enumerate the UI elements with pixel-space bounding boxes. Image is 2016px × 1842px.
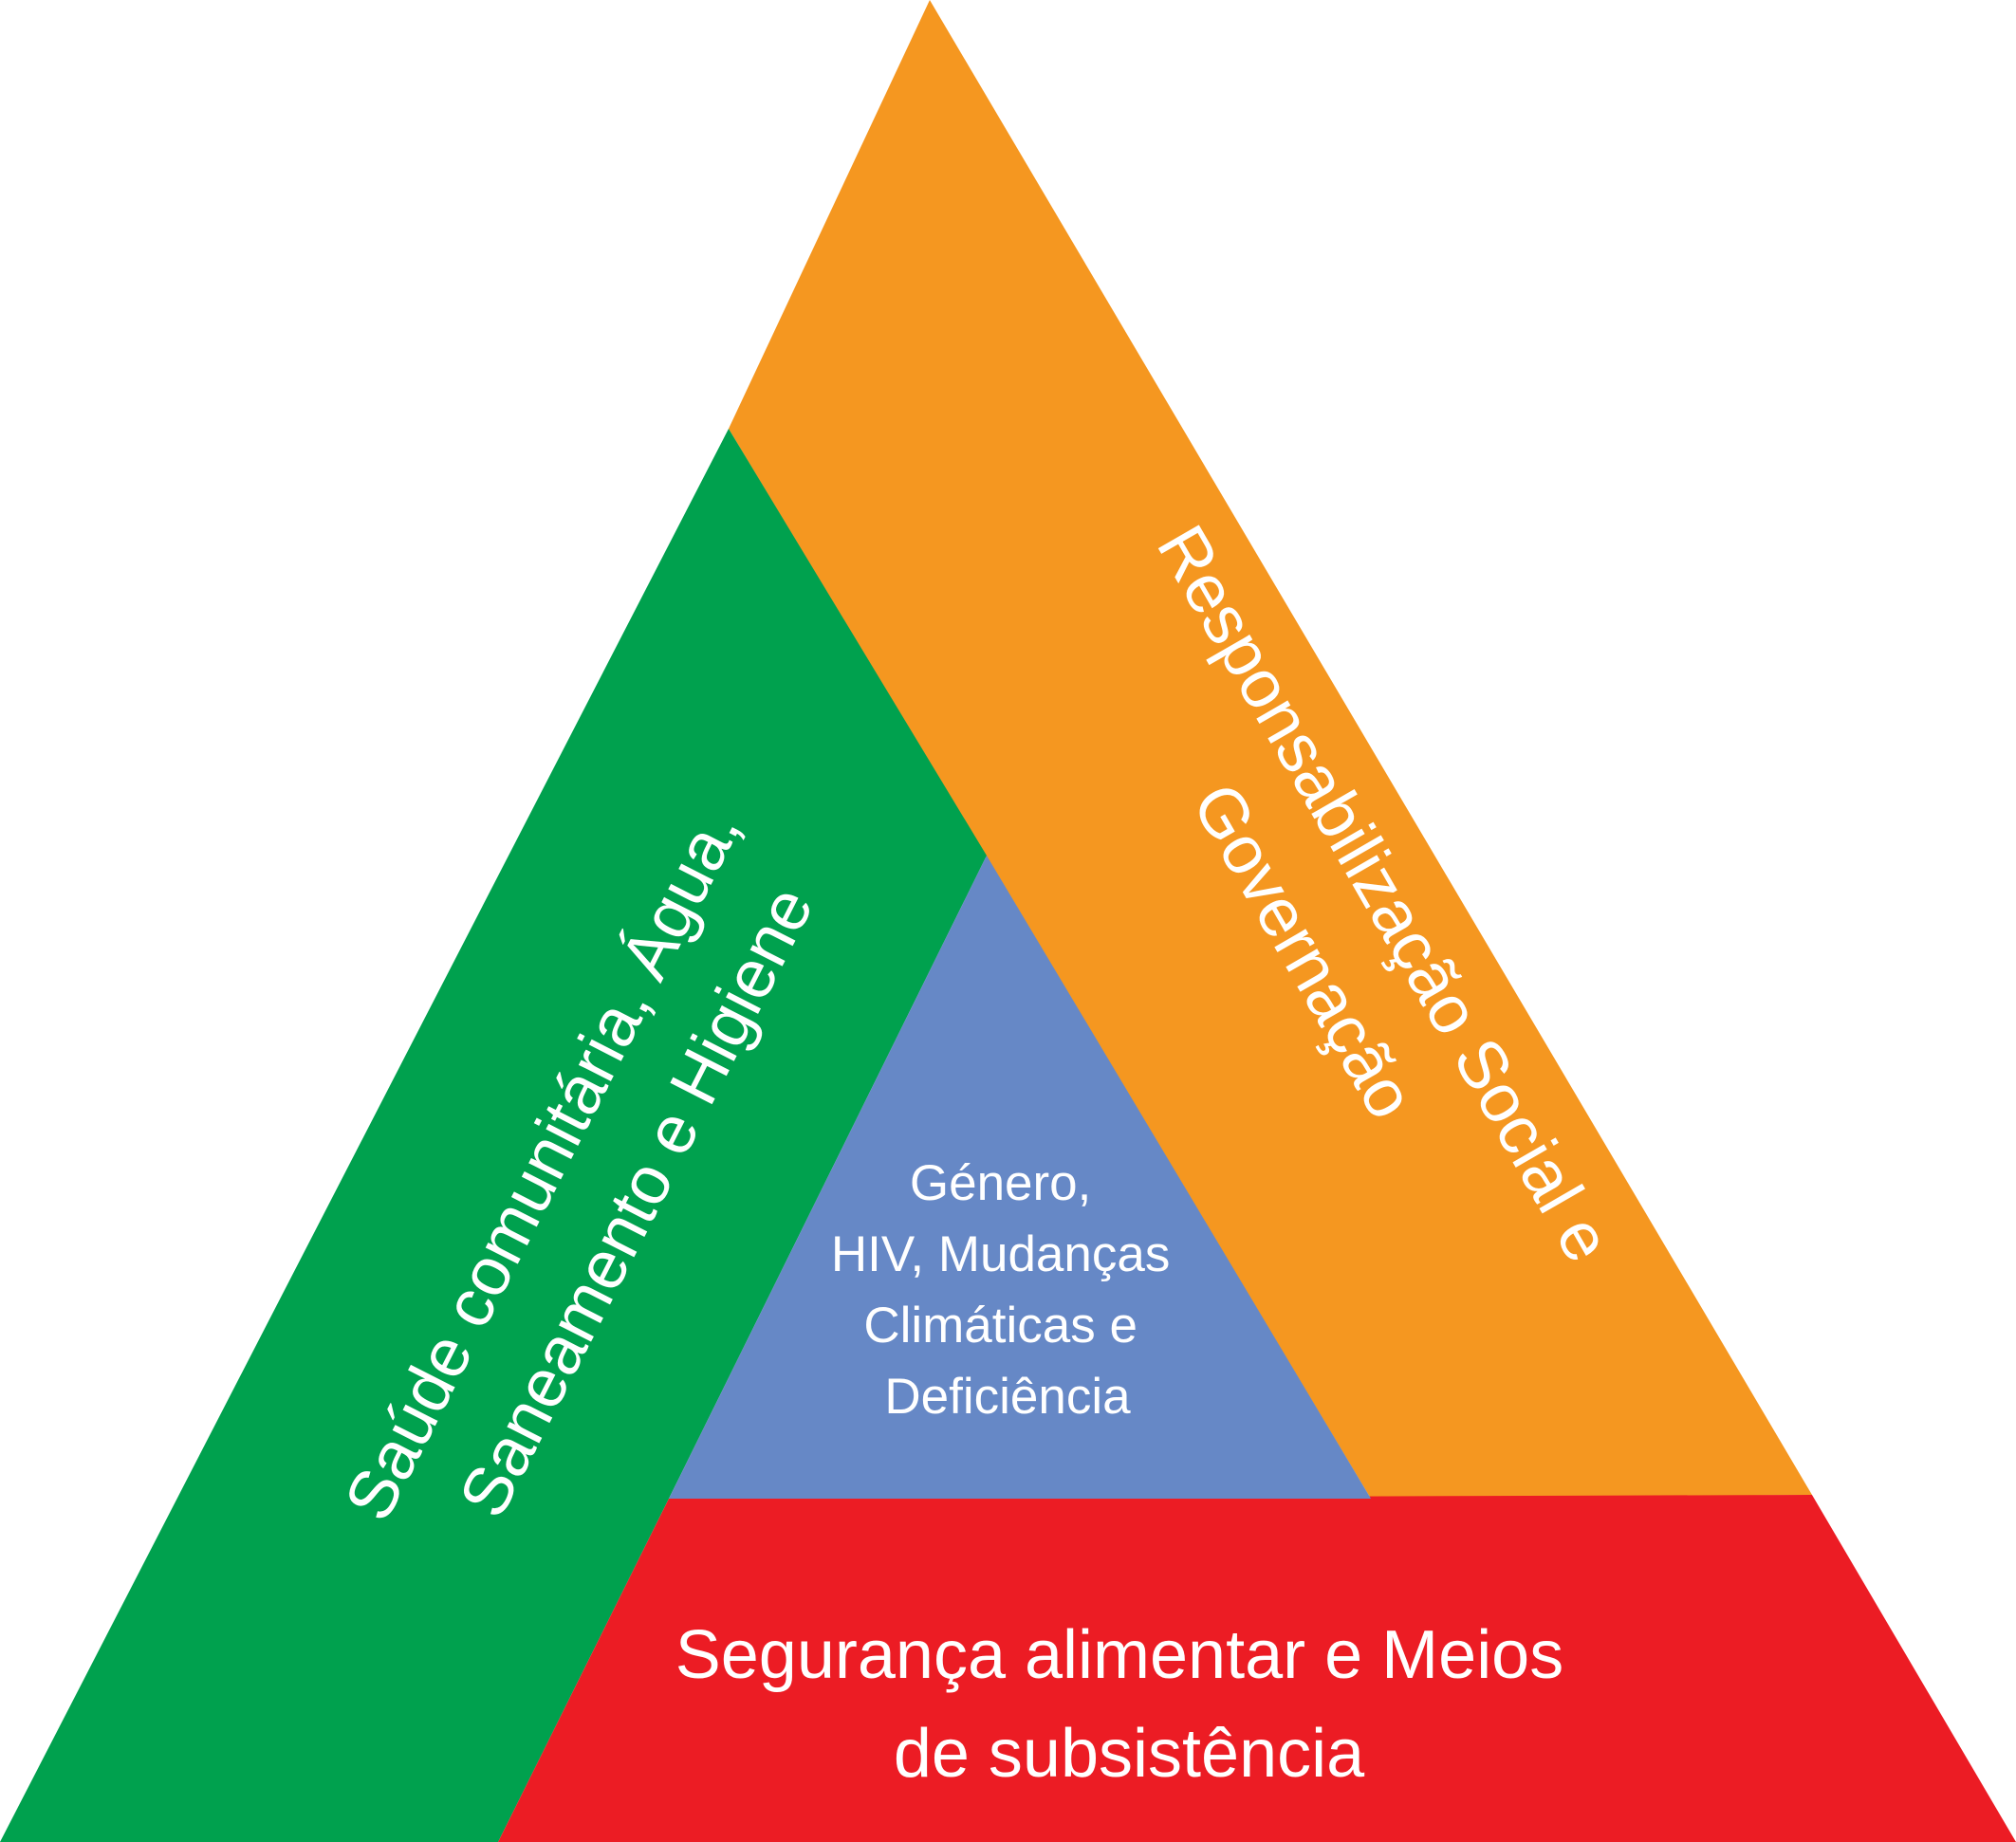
crosscutting-label-line-2: HIV, Mudanças	[831, 1226, 1170, 1282]
crosscutting-label: Género, HIV, Mudanças Climáticas e Defic…	[831, 1155, 1184, 1425]
food-security-label-line-1: Segurança alimentar e Meios	[675, 1617, 1564, 1693]
crosscutting-segment	[669, 856, 1371, 1499]
food-security-label: Segurança alimentar e Meios de subsistên…	[675, 1617, 1583, 1792]
food-security-segment	[498, 1495, 2016, 1842]
crosscutting-label-line-3: Climáticas e	[863, 1298, 1137, 1354]
health-segment	[0, 429, 987, 1842]
governance-segment	[729, 0, 1812, 1499]
crosscutting-label-line-4: Deficiência	[884, 1369, 1131, 1425]
food-security-label-line-2: de subsistência	[894, 1716, 1365, 1792]
crosscutting-label-line-1: Género,	[910, 1155, 1092, 1211]
